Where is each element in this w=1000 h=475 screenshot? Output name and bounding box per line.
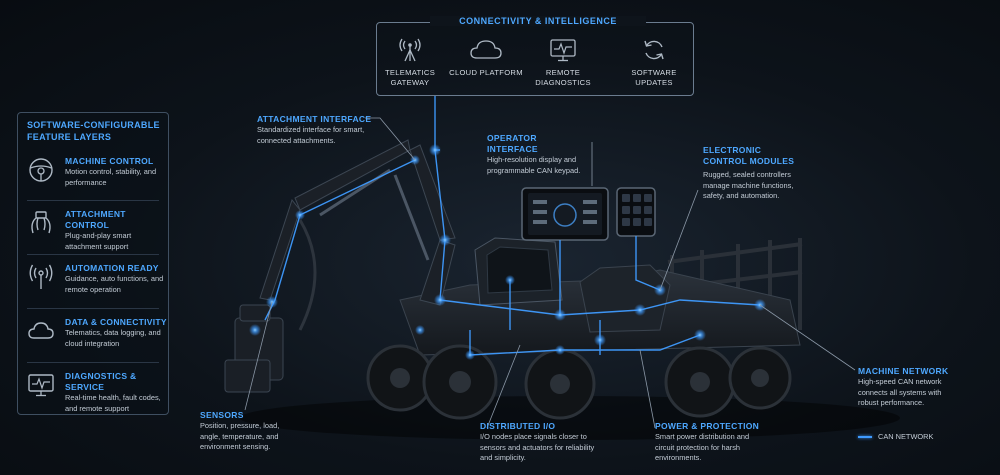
callout-title: DISTRIBUTED I/O	[480, 421, 556, 431]
callout-machine-network: MACHINE NETWORK High-speed CAN network c…	[858, 366, 958, 409]
callout-sensors: SENSORS Position, pressure, load, angle,…	[200, 410, 292, 453]
feature-desc: Motion control, stability, and performan…	[65, 167, 157, 187]
feature-desc: Guidance, auto functions, and remote ope…	[65, 274, 164, 294]
feature-title: MACHINE CONTROL	[65, 156, 154, 166]
divider	[27, 200, 159, 201]
telematics-gateway-label: TELEMATICS GATEWAY	[384, 68, 436, 87]
antenna-icon	[397, 38, 423, 62]
cloud-icon	[470, 38, 502, 62]
callout-title: OPERATOR INTERFACE	[487, 133, 538, 154]
software-updates: SOFTWARE UPDATES	[614, 38, 694, 88]
callout-desc: High-speed CAN network connects all syst…	[858, 377, 942, 407]
callout-power-protection: POWER & PROTECTION Smart power distribut…	[655, 421, 763, 464]
monitor-pulse-icon	[550, 38, 576, 62]
callout-title: SENSORS	[200, 410, 244, 420]
wheels	[366, 344, 792, 420]
operator-display	[521, 187, 609, 241]
callout-title: ATTACHMENT INTERFACE	[257, 114, 372, 124]
divider	[27, 254, 159, 255]
remote-diagnostics-label: REMOTE DIAGNOSTICS	[535, 68, 591, 87]
feature-title: AUTOMATION READY	[65, 263, 159, 273]
grapple-icon	[27, 209, 55, 237]
callout-distributed-io: DISTRIBUTED I/O I/O nodes place signals …	[480, 421, 598, 464]
callout-operator-interface: OPERATOR INTERFACE High-resolution displ…	[487, 133, 587, 176]
callout-desc: I/O nodes place signals closer to sensor…	[480, 432, 595, 462]
legend: CAN NETWORK	[858, 432, 933, 441]
feature-title: ATTACHMENT CONTROL	[65, 209, 126, 230]
cloud-platform-label: CLOUD PLATFORM	[449, 68, 523, 77]
signal-icon	[27, 263, 55, 291]
can-keypad	[616, 187, 656, 237]
callout-leaders	[244, 117, 856, 429]
can-network-swatch	[858, 435, 872, 438]
software-updates-label: SOFTWARE UPDATES	[631, 68, 677, 87]
callout-desc: High-resolution display and programmable…	[487, 155, 581, 175]
callout-title: ELECTRONIC CONTROL MODULES	[703, 145, 795, 166]
divider	[27, 308, 159, 309]
feature-desc: Telematics, data logging, and cloud inte…	[65, 328, 161, 348]
feature-desc: Real-time health, fault codes, and remot…	[65, 393, 161, 413]
remote-diagnostics: REMOTE DIAGNOSTICS	[523, 38, 603, 88]
feature-layers-panel	[17, 112, 169, 415]
callout-electronic-control-modules: ELECTRONIC CONTROL MODULES Rugged, seale…	[703, 145, 803, 202]
feature-title: DIAGNOSTICS & SERVICE	[65, 371, 137, 392]
legend-label: CAN NETWORK	[878, 432, 934, 441]
cloud-platform: CLOUD PLATFORM	[446, 38, 526, 78]
connectivity-title: CONNECTIVITY & INTELLIGENCE	[430, 16, 646, 26]
callout-desc: Position, pressure, load, angle, tempera…	[200, 421, 280, 451]
callout-desc: Rugged, sealed controllers manage machin…	[703, 170, 794, 200]
steering-wheel-icon	[27, 156, 55, 184]
callout-desc: Smart power distribution and circuit pro…	[655, 432, 750, 462]
callout-attachment-interface: ATTACHMENT INTERFACE Standardized interf…	[257, 114, 375, 146]
callout-title: POWER & PROTECTION	[655, 421, 760, 431]
monitor-pulse-icon	[27, 371, 55, 399]
callout-title: MACHINE NETWORK	[858, 366, 949, 376]
feature-layers-title: SOFTWARE-CONFIGURABLE FEATURE LAYERS	[27, 120, 160, 142]
telematics-gateway: TELEMATICS GATEWAY	[370, 38, 450, 88]
callout-desc: Standardized interface for smart, connec…	[257, 125, 365, 145]
refresh-icon	[641, 38, 667, 62]
cloud-icon	[27, 317, 55, 345]
feature-title: DATA & CONNECTIVITY	[65, 317, 167, 327]
divider	[27, 362, 159, 363]
feature-desc: Plug-and-play smart attachment support	[65, 231, 132, 251]
